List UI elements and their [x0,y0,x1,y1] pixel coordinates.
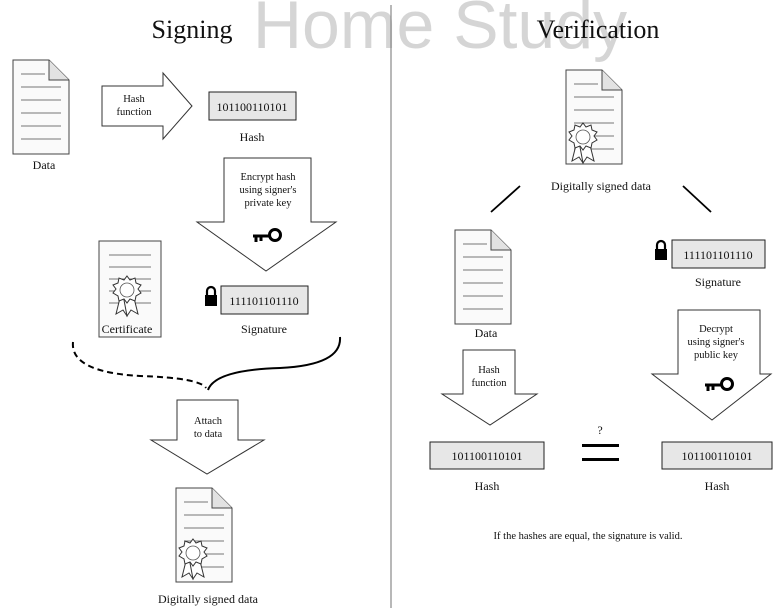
hash-function-line2: function [117,107,153,118]
signing-signature-value: 111101101110 [229,294,298,308]
signature-brace [207,336,342,391]
verification-hash-left-box [429,441,545,470]
verification-data-label: Data [475,326,498,340]
signing-hash-value: 101100110101 [216,100,287,114]
signing-hash-label: Hash [240,130,265,144]
signing-signed-document-icon [175,487,233,583]
signing-title: Signing [152,15,233,44]
verification-signature-value: 111101101110 [683,248,752,262]
verification-title: Verification [537,15,660,44]
verification-signed-document-icon [565,69,623,165]
verification-hash-function-arrow: Hash function [440,349,539,426]
verification-hash-right-label: Hash [705,479,730,493]
question-mark: ? [597,423,602,437]
verification-signature-box [671,239,766,269]
signing-hash-box [208,91,297,121]
encrypt-line3: private key [245,198,293,209]
decrypt-line2: using signer's [687,337,744,348]
verification-data-document-icon [454,229,512,325]
verification-hash-function-line2: function [472,378,508,389]
attach-line1: Attach [194,416,223,427]
verification-conclusion: If the hashes are equal, the signature i… [494,531,683,542]
encrypt-hash-arrow: Encrypt hash using signer's private key [195,157,338,272]
signing-lock-icon [203,285,219,308]
watermark-text: Home Study [253,0,627,63]
verification-hash-left-label: Hash [475,479,500,493]
decrypt-line1: Decrypt [699,324,733,335]
decrypt-arrow: Decrypt using signer's public key [650,309,773,421]
certificate-dashed-brace [71,341,207,389]
encrypt-line2: using signer's [239,185,296,196]
split-line-right [682,185,712,213]
signing-signature-box [220,285,309,315]
hash-function-arrow: Hash function [101,71,193,141]
split-line-left [490,185,521,213]
data-document-icon [12,59,70,155]
hash-function-line1: Hash [123,94,145,105]
verification-hash-right-box [661,441,773,470]
verification-signed-data-label: Digitally signed data [551,179,652,193]
decrypt-line3: public key [694,350,739,361]
attach-arrow: Attach to data [149,399,266,475]
verification-hash-right-value: 101100110101 [681,449,752,463]
verification-hash-function-line1: Hash [478,365,500,376]
equals-icon [582,444,619,461]
signing-signed-data-label: Digitally signed data [158,592,259,606]
certificate-label: Certificate [102,322,153,336]
encrypt-line1: Encrypt hash [240,172,296,183]
signing-signature-label: Signature [241,322,287,336]
verification-hash-left-value: 101100110101 [451,449,522,463]
verification-lock-icon [653,239,669,262]
verification-signature-label: Signature [695,275,741,289]
signing-data-label: Data [33,158,56,172]
attach-line2: to data [194,429,223,440]
